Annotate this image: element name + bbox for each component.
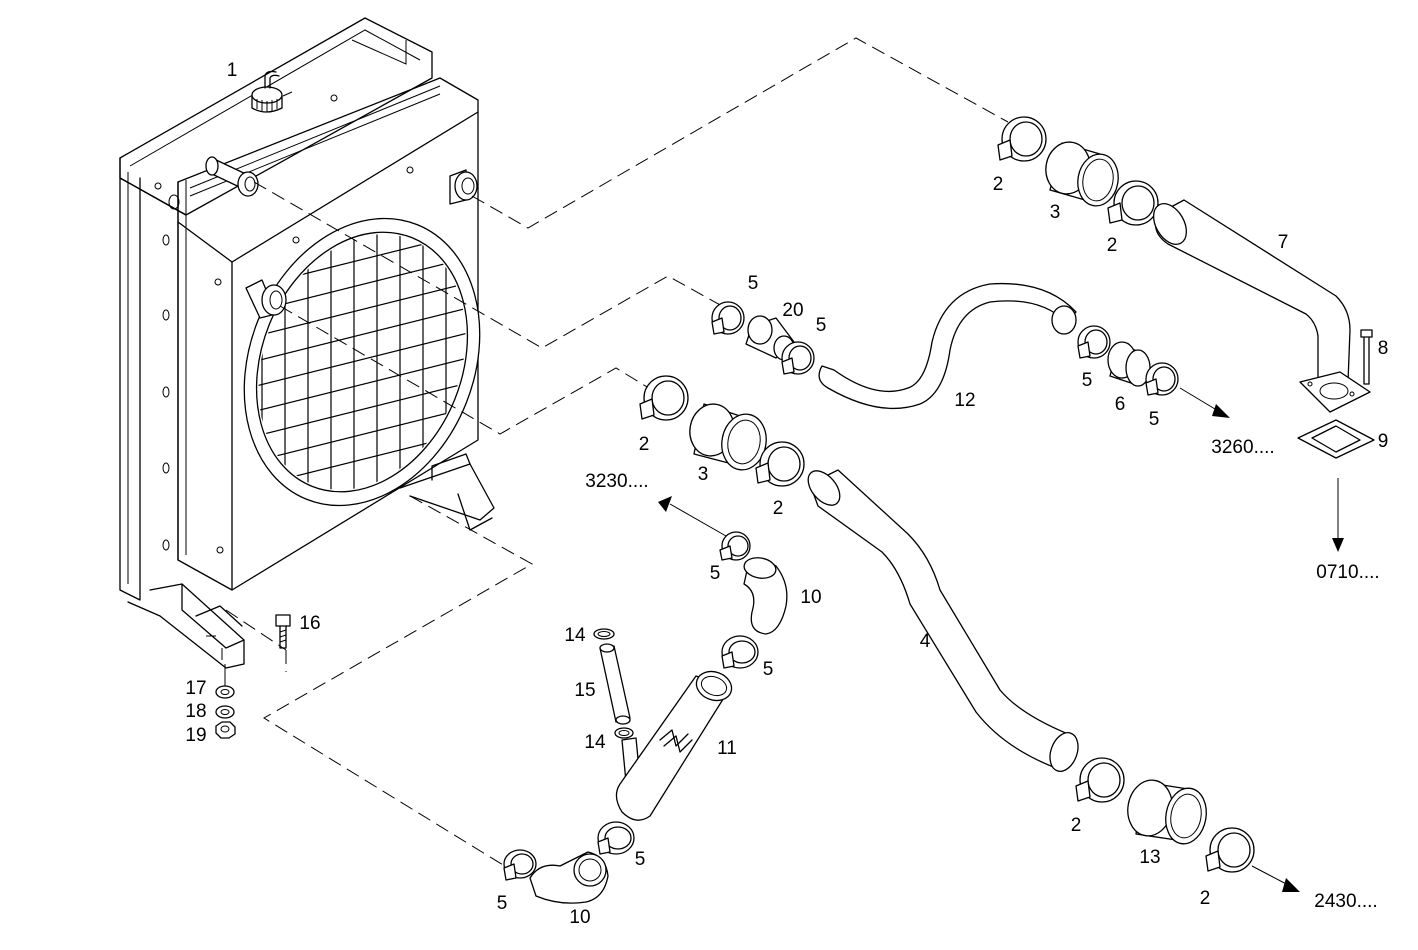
callout-c10a: 10	[800, 587, 821, 608]
callout-c5h: 5	[497, 893, 508, 914]
hose-clamp-icon	[1205, 827, 1255, 873]
reference-label-r3230: 3230....	[585, 471, 648, 492]
hose-clamp-icon	[1077, 325, 1111, 359]
hose-clamp-icon	[503, 849, 537, 881]
callout-c2d: 2	[773, 498, 784, 519]
radiator-assembly	[119, 17, 495, 669]
callout-c5a: 5	[748, 273, 759, 294]
hose-connector-icon	[1045, 141, 1119, 207]
lock-washer-icon	[215, 705, 235, 719]
callout-c6: 6	[1115, 394, 1126, 415]
lower-outlet-stub-icon	[245, 279, 287, 319]
callout-c3a: 3	[1050, 202, 1061, 223]
upper-pipe-bend-icon	[1152, 199, 1371, 413]
upper-inlet-stub-icon	[205, 156, 259, 197]
callout-c20: 20	[782, 300, 803, 321]
reference-label-r0710: 0710....	[1316, 562, 1379, 583]
hose-clamp-icon	[1107, 180, 1159, 226]
hose-connector-icon	[689, 403, 767, 471]
hose-clamp-icon	[781, 341, 815, 375]
callout-c2b: 2	[1107, 235, 1118, 256]
callout-c2e: 2	[1071, 815, 1082, 836]
callout-c1: 1	[227, 60, 238, 81]
callout-c2f: 2	[1200, 888, 1211, 909]
reference-label-r3260: 3260....	[1211, 437, 1274, 458]
callout-c8: 8	[1378, 338, 1389, 359]
callout-c5e: 5	[710, 563, 721, 584]
hose-connector-icon	[1107, 341, 1151, 387]
callout-c2a: 2	[993, 174, 1004, 195]
reference-labels: 3260.... 3230.... 0710.... 2430....	[585, 437, 1379, 912]
tee-pipe-icon	[615, 670, 733, 821]
leader-lines	[225, 37, 1009, 869]
hose-clamp-icon	[1075, 757, 1125, 803]
screw-icon	[1360, 329, 1373, 385]
hose-clamp-icon	[1145, 362, 1179, 396]
callout-c15: 15	[574, 680, 595, 701]
mounting-bracket-left-icon	[127, 583, 245, 669]
right-outlet-stub-icon	[449, 169, 478, 205]
callout-c14a: 14	[564, 625, 586, 646]
hose-clamp-icon	[719, 531, 751, 561]
callout-c5c: 5	[1082, 370, 1093, 391]
callout-c2c: 2	[639, 434, 650, 455]
filler-cap-icon	[251, 70, 293, 113]
lower-radiator-hose-icon	[807, 469, 1079, 772]
hose-clamp-icon	[639, 375, 689, 421]
hose-clamp-icon	[997, 116, 1047, 162]
gasket-icon	[1297, 419, 1375, 459]
hose-connector-icon	[1127, 779, 1207, 845]
nut-icon	[215, 721, 236, 739]
callout-c13: 13	[1139, 847, 1160, 868]
hose-clamp-icon	[597, 821, 635, 855]
hose-clamp-icon	[721, 635, 759, 669]
hose-clamp-icon	[711, 301, 745, 335]
callout-c11: 11	[717, 738, 737, 759]
callout-c17: 17	[185, 678, 206, 699]
tube-icon	[599, 643, 631, 725]
callout-c12: 12	[954, 390, 975, 411]
bolt-icon	[275, 614, 291, 672]
callout-c10b: 10	[569, 907, 590, 928]
callout-c3b: 3	[698, 464, 709, 485]
reducer-fitting-icon	[745, 315, 795, 361]
callout-c5b: 5	[816, 315, 827, 336]
callout-c16: 16	[299, 613, 320, 634]
callout-c7: 7	[1278, 232, 1289, 253]
hose-clamp-icon	[755, 441, 805, 487]
callout-c14b: 14	[584, 732, 606, 753]
callout-c5d: 5	[1149, 409, 1160, 430]
o-ring-icon	[593, 628, 615, 640]
callout-c4: 4	[920, 631, 931, 652]
callout-c9: 9	[1378, 431, 1389, 452]
elbow-hose-icon	[529, 851, 609, 904]
callout-c5f: 5	[763, 659, 774, 680]
callout-c5g: 5	[635, 849, 646, 870]
o-ring-icon	[614, 727, 634, 739]
callout-c18: 18	[185, 701, 206, 722]
washer-icon	[215, 685, 235, 699]
bypass-hose-icon	[818, 282, 1077, 410]
reference-label-r2430: 2430....	[1314, 891, 1377, 912]
elbow-hose-icon	[743, 557, 788, 635]
callout-c19: 19	[185, 725, 206, 746]
